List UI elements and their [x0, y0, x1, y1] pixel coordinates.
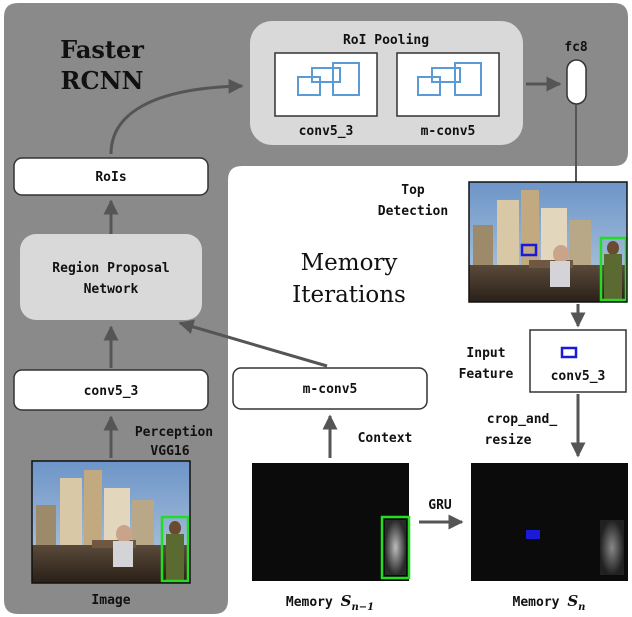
mconv5-box	[232, 367, 428, 410]
mconv5-label: m-conv5	[303, 382, 358, 397]
arrow-mconv5-to-rpn	[178, 319, 328, 368]
memory-prev-symbol: S	[341, 592, 352, 610]
memory-curr-activation	[600, 520, 624, 575]
roi-box	[454, 62, 482, 96]
roi-box	[297, 76, 321, 96]
rois-box	[13, 157, 209, 196]
memory-prev-subscript: n−1	[352, 602, 375, 613]
roi-conv5-3-map	[274, 52, 378, 117]
context-label: Context	[358, 431, 413, 446]
detection-box-blue	[520, 243, 538, 257]
input-feature-label-line1: Input	[466, 346, 505, 361]
input-feature-box	[529, 329, 627, 393]
roi-box	[311, 67, 341, 83]
arrow-rois-to-roi-pooling	[109, 78, 244, 155]
memory-prev-green-box	[380, 515, 411, 580]
roi-box	[332, 62, 360, 96]
memory-prev-activation	[385, 520, 406, 575]
memory-curr-symbol: S	[567, 592, 578, 610]
fc8-label: fc8	[564, 40, 588, 55]
roi-mconv5-label: m-conv5	[421, 124, 476, 139]
input-image-frame	[31, 460, 191, 584]
faster-rcnn-title-line1: Faster	[60, 35, 144, 64]
rois-label: RoIs	[95, 170, 126, 185]
memory-curr-prefix: Memory	[513, 595, 568, 610]
memory-curr-feature-box	[526, 530, 540, 539]
input-image	[32, 461, 190, 583]
gru-label: GRU	[428, 498, 452, 513]
detection-image-frame	[468, 181, 628, 303]
rpn-block	[20, 234, 202, 320]
memory-iterations-title-line2: Iterations	[292, 282, 406, 308]
memory-prev-prefix: Memory	[286, 595, 341, 610]
memory-curr-subscript: n	[578, 602, 585, 613]
roi-box	[431, 67, 461, 83]
memory-prev-label: Memory Sn−1	[286, 592, 374, 613]
input-feature-label-line2: Feature	[459, 367, 514, 382]
fc8-node	[566, 59, 587, 105]
rpn-label-line1: Region Proposal	[52, 261, 169, 276]
input-feature-blue-box	[560, 346, 578, 359]
conv5-3-box	[13, 369, 209, 411]
conv5-3-label: conv5_3	[84, 384, 139, 399]
perception-label-line2: VGG16	[150, 444, 189, 459]
memory-curr-label: Memory Sn	[513, 592, 586, 613]
detection-box-green	[599, 236, 628, 302]
roi-box	[417, 76, 441, 96]
roi-mconv5-map	[396, 52, 500, 117]
crop-resize-label-line2: resize	[485, 433, 532, 448]
faster-rcnn-title-line2: RCNN	[61, 66, 144, 95]
rpn-label-line2: Network	[84, 282, 139, 297]
top-detection-label-line1: Top	[401, 183, 425, 198]
detection-box-green	[160, 515, 190, 583]
top-detection-label-line2: Detection	[378, 204, 448, 219]
roi-conv5-3-label: conv5_3	[299, 124, 354, 139]
image-label: Image	[91, 593, 130, 608]
crop-resize-label-line1: crop_and_	[487, 412, 558, 427]
input-feature-conv5-3-label: conv5_3	[551, 369, 606, 384]
perception-label-line1: Perception	[135, 425, 213, 440]
roi-pooling-label: RoI Pooling	[343, 33, 429, 48]
detection-image	[469, 182, 628, 302]
memory-iterations-title-line1: Memory	[301, 250, 398, 276]
